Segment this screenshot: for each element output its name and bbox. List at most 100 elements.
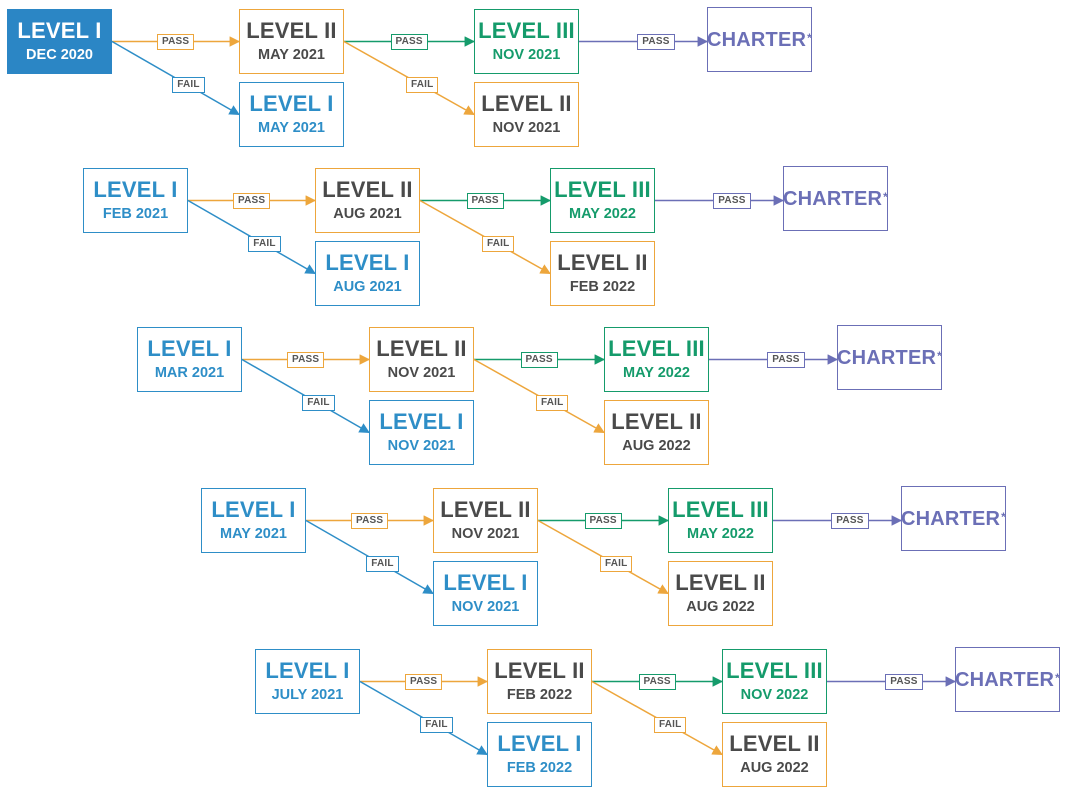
node-level: LEVEL I bbox=[325, 250, 410, 275]
node-date: MAY 2022 bbox=[623, 365, 690, 381]
node-level: LEVEL III bbox=[554, 177, 651, 202]
path-5-charter-node: CHARTER* bbox=[955, 647, 1060, 712]
path-4-pass-label-1: PASS bbox=[351, 512, 389, 529]
path-5-pass-label-3: PASS bbox=[885, 673, 923, 690]
path-3-fail-label-2: FAIL bbox=[536, 395, 569, 412]
node-level: LEVEL I bbox=[147, 336, 232, 361]
path-4-fail-label-2: FAIL bbox=[600, 556, 633, 573]
charter-asterisk: * bbox=[937, 348, 943, 363]
node-date: MAY 2021 bbox=[258, 120, 325, 136]
node-date: JULY 2021 bbox=[271, 687, 344, 703]
path-1-fail-label-1: FAIL bbox=[172, 77, 205, 94]
node-level: LEVEL III bbox=[608, 336, 705, 361]
charter-label: CHARTER* bbox=[955, 668, 1060, 692]
node-date: FEB 2022 bbox=[569, 279, 636, 295]
path-3-level2-retake-node: LEVEL II AUG 2022 bbox=[604, 400, 709, 465]
node-date: NOV 2021 bbox=[387, 365, 456, 381]
path-5-pass-label-1: PASS bbox=[405, 673, 443, 690]
charter-asterisk: * bbox=[807, 30, 813, 45]
node-level: LEVEL I bbox=[265, 658, 350, 683]
path-4-charter-node: CHARTER* bbox=[901, 486, 1006, 551]
node-level: LEVEL I bbox=[443, 570, 528, 595]
node-date: MAY 2022 bbox=[687, 526, 754, 542]
node-level: LEVEL III bbox=[478, 18, 575, 43]
node-date: FEB 2021 bbox=[102, 206, 169, 222]
path-4-pass-label-3: PASS bbox=[831, 512, 869, 529]
node-level: LEVEL I bbox=[497, 731, 582, 756]
node-date: AUG 2021 bbox=[333, 206, 402, 222]
node-date: AUG 2022 bbox=[622, 438, 691, 454]
path-5-level2-retake-node: LEVEL II AUG 2022 bbox=[722, 722, 827, 787]
node-level: LEVEL II bbox=[481, 91, 572, 116]
path-3-charter-node: CHARTER* bbox=[837, 325, 942, 390]
path-1-level1-retake-node: LEVEL I MAY 2021 bbox=[239, 82, 344, 147]
node-date: AUG 2021 bbox=[333, 279, 402, 295]
charter-text: CHARTER bbox=[954, 668, 1055, 691]
path-4-start-node: LEVEL I MAY 2021 bbox=[201, 488, 306, 553]
charter-text: CHARTER bbox=[706, 28, 807, 51]
path-2-level3-node: LEVEL III MAY 2022 bbox=[550, 168, 655, 233]
node-level: LEVEL I bbox=[93, 177, 178, 202]
node-level: LEVEL II bbox=[376, 336, 467, 361]
charter-label: CHARTER* bbox=[783, 187, 888, 211]
node-date: MAR 2021 bbox=[154, 365, 225, 381]
path-1-pass-label-3: PASS bbox=[637, 33, 675, 50]
node-level: LEVEL II bbox=[440, 497, 531, 522]
path-2-pass-label-3: PASS bbox=[713, 192, 751, 209]
node-level: LEVEL I bbox=[249, 91, 334, 116]
path-4-fail-label-1: FAIL bbox=[366, 556, 399, 573]
node-date: MAY 2022 bbox=[569, 206, 636, 222]
charter-label: CHARTER* bbox=[707, 28, 812, 52]
path-5-fail-label-1: FAIL bbox=[420, 717, 453, 734]
path-5-fail-label-2: FAIL bbox=[654, 717, 687, 734]
path-5-start-node: LEVEL I JULY 2021 bbox=[255, 649, 360, 714]
path-5-level1-retake-node: LEVEL I FEB 2022 bbox=[487, 722, 592, 787]
node-date: AUG 2022 bbox=[740, 760, 809, 776]
path-2-start-node: LEVEL I FEB 2021 bbox=[83, 168, 188, 233]
path-3-start-node: LEVEL I MAR 2021 bbox=[137, 327, 242, 392]
charter-text: CHARTER bbox=[782, 187, 883, 210]
node-level: LEVEL I bbox=[17, 18, 102, 43]
node-level: LEVEL II bbox=[494, 658, 585, 683]
path-2-charter-node: CHARTER* bbox=[783, 166, 888, 231]
path-2-pass-label-2: PASS bbox=[466, 192, 504, 209]
node-date: DEC 2020 bbox=[26, 47, 93, 63]
charter-label: CHARTER* bbox=[901, 507, 1006, 531]
node-date: NOV 2021 bbox=[451, 599, 520, 615]
node-level: LEVEL I bbox=[211, 497, 296, 522]
path-3-pass-label-3: PASS bbox=[767, 351, 805, 368]
charter-asterisk: * bbox=[1001, 509, 1007, 524]
path-3-level3-node: LEVEL III MAY 2022 bbox=[604, 327, 709, 392]
node-date: FEB 2022 bbox=[506, 687, 573, 703]
path-2-level1-retake-node: LEVEL I AUG 2021 bbox=[315, 241, 420, 306]
path-4-level1-retake-node: LEVEL I NOV 2021 bbox=[433, 561, 538, 626]
path-3-fail-label-1: FAIL bbox=[302, 395, 335, 412]
path-5-level2-node: LEVEL II FEB 2022 bbox=[487, 649, 592, 714]
path-3-pass-label-1: PASS bbox=[287, 351, 325, 368]
node-level: LEVEL III bbox=[672, 497, 769, 522]
node-date: AUG 2022 bbox=[686, 599, 755, 615]
path-1-pass-label-2: PASS bbox=[390, 33, 428, 50]
node-date: NOV 2021 bbox=[387, 438, 456, 454]
node-date: FEB 2022 bbox=[506, 760, 573, 776]
node-date: MAY 2021 bbox=[220, 526, 287, 542]
node-level: LEVEL II bbox=[611, 409, 702, 434]
path-3-level2-node: LEVEL II NOV 2021 bbox=[369, 327, 474, 392]
node-level: LEVEL II bbox=[246, 18, 337, 43]
node-date: NOV 2021 bbox=[492, 47, 561, 63]
path-3-pass-label-2: PASS bbox=[520, 351, 558, 368]
charter-asterisk: * bbox=[883, 189, 889, 204]
charter-text: CHARTER bbox=[836, 346, 937, 369]
charter-label: CHARTER* bbox=[837, 346, 942, 370]
path-1-charter-node: CHARTER* bbox=[707, 7, 812, 72]
node-level: LEVEL II bbox=[729, 731, 820, 756]
path-4-pass-label-2: PASS bbox=[584, 512, 622, 529]
charter-asterisk: * bbox=[1055, 670, 1061, 685]
